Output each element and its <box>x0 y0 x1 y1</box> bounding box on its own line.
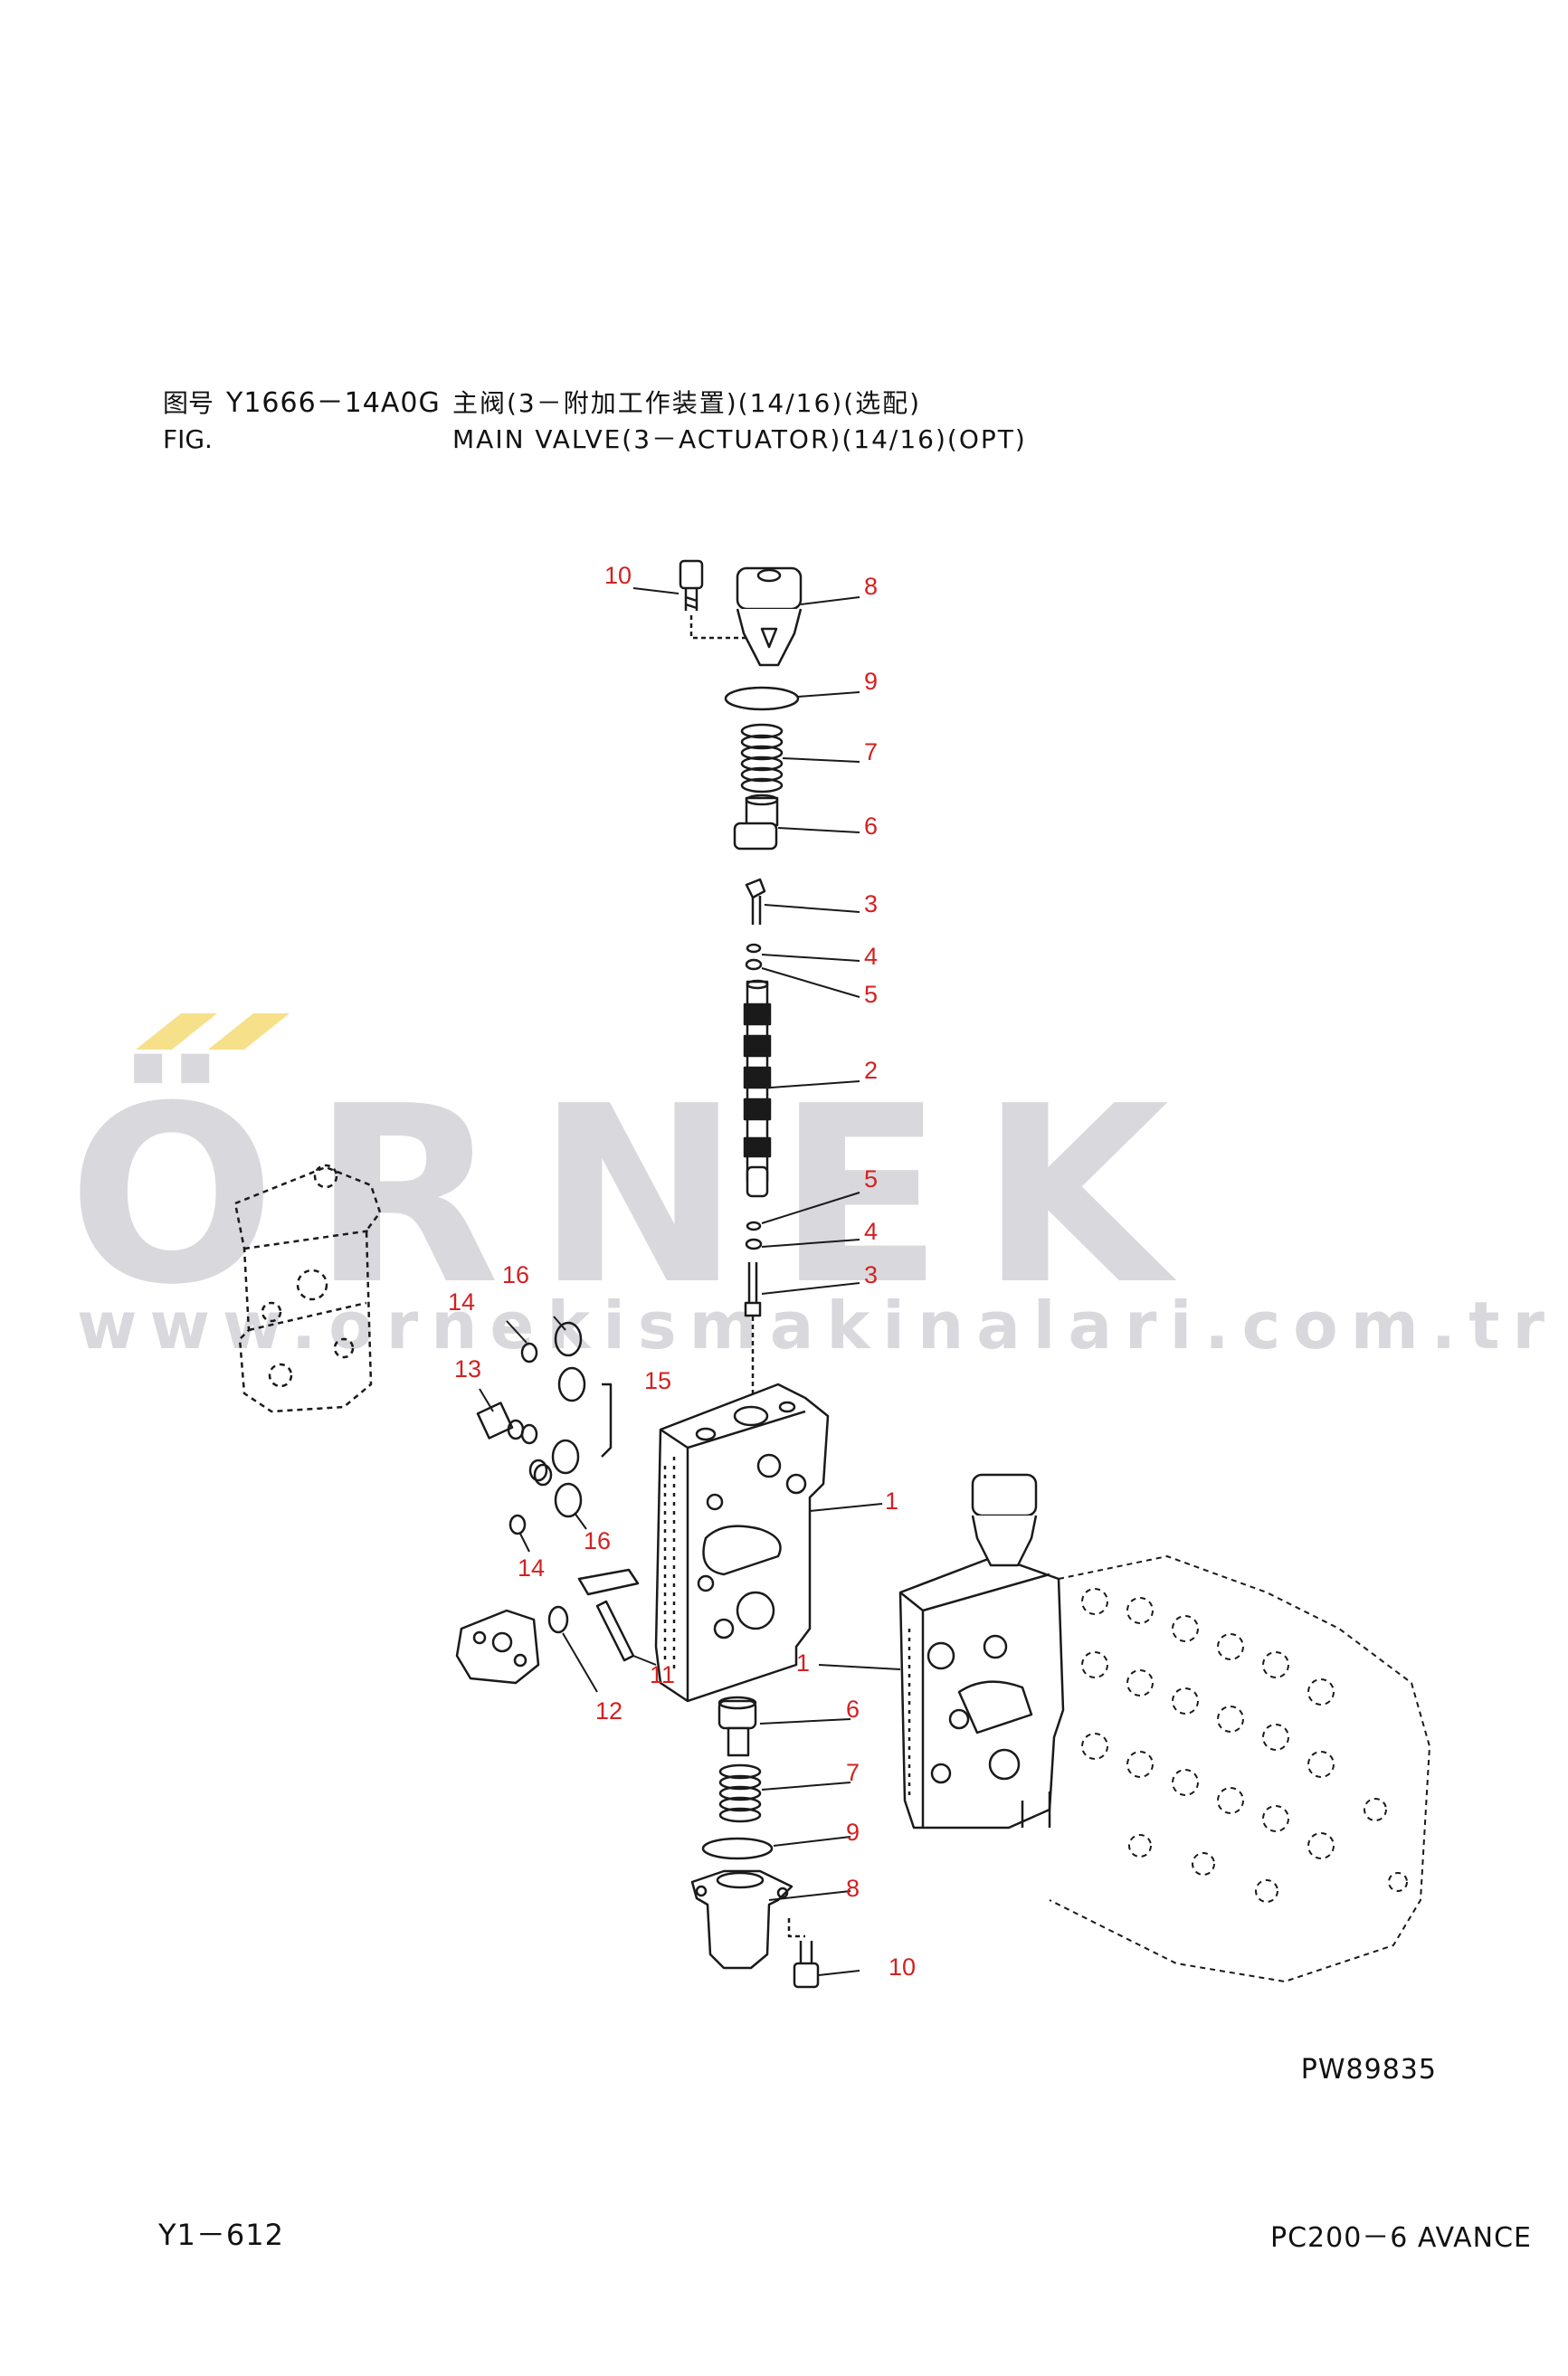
ring-5-bottom <box>746 1221 762 1231</box>
callout-5-top: 5 <box>864 981 878 1008</box>
valve-body-section <box>654 1383 830 1703</box>
callout-7-bottom: 7 <box>846 1759 860 1786</box>
watermark: ÖRNEK www.ornekismakinalari.com.tr <box>68 1013 1557 1364</box>
machine-model: PC200－6 AVANCE <box>1270 2222 1532 2254</box>
watermark-brand: ÖRNEK <box>68 1051 1205 1338</box>
callout-11: 11 <box>650 1661 675 1688</box>
figure-number: Y1666－14A0G <box>226 387 441 419</box>
callout-labels: 10 8 9 7 6 3 4 5 2 5 4 3 16 14 15 13 1 1… <box>448 562 916 1981</box>
callout-12: 12 <box>595 1697 622 1725</box>
plug-bottom <box>744 1262 762 1393</box>
figure-label-en: FIG. <box>163 424 213 454</box>
valve-cap-top <box>736 566 803 667</box>
figure-title-en: MAIN VALVE(3－ACTUATOR)(14/16)(OPT) <box>452 424 1027 454</box>
valve-assembly-right-dashed <box>1049 1555 1430 1982</box>
callout-15: 15 <box>644 1367 671 1394</box>
valve-assembly-right <box>898 1473 1065 1830</box>
callout-1-section: 1 <box>885 1487 898 1515</box>
callout-9-top: 9 <box>864 668 878 695</box>
callout-16-top: 16 <box>502 1261 529 1288</box>
callout-13: 13 <box>454 1355 481 1383</box>
small-block <box>455 1609 540 1685</box>
ring-5-top <box>745 958 763 971</box>
bolt-top <box>679 559 751 640</box>
callout-7-top: 7 <box>864 738 878 765</box>
callout-10-top: 10 <box>604 562 632 589</box>
callout-8-top: 8 <box>864 573 878 600</box>
callout-3-bottom: 3 <box>864 1261 878 1288</box>
ring-4-bottom <box>745 1238 763 1250</box>
figure-header: 图号 Y1666－14A0G 主阀(3－附加工作装置)(14/16)(选配) F… <box>163 380 1027 460</box>
callout-14-top: 14 <box>448 1288 475 1316</box>
retainer-top <box>733 794 779 851</box>
header-line-cn: 图号 Y1666－14A0G 主阀(3－附加工作装置)(14/16)(选配) <box>163 380 1027 420</box>
callout-6-top: 6 <box>864 813 878 840</box>
retainer-bottom <box>717 1696 757 1757</box>
spool <box>743 979 772 1198</box>
watermark-accent-right <box>208 1013 290 1050</box>
callout-4-top: 4 <box>864 943 878 970</box>
figure-title-cn: 主阀(3－附加工作装置)(14/16)(选配) <box>452 388 922 418</box>
callout-10-bottom: 10 <box>889 1953 916 1981</box>
page-number: Y1－612 <box>158 2218 284 2252</box>
bolt-bottom <box>787 1918 820 1989</box>
callout-5-bottom: 5 <box>864 1165 878 1193</box>
leader-lines <box>479 587 901 1976</box>
spring-bottom <box>718 1763 762 1823</box>
spring-top <box>740 723 784 794</box>
callout-4-bottom: 4 <box>864 1218 878 1245</box>
seal-set <box>476 1321 613 1535</box>
pin-and-ring <box>547 1568 640 1662</box>
callout-2: 2 <box>864 1057 878 1084</box>
o-ring-top <box>724 686 800 711</box>
callout-3-top: 3 <box>864 890 878 917</box>
header-line-en: FIG. MAIN VALVE(3－ACTUATOR)(14/16)(OPT) <box>163 420 1027 460</box>
watermark-accent-left <box>136 1013 217 1050</box>
drawing-reference: PW89835 <box>1300 2054 1437 2086</box>
callout-9-bottom: 9 <box>846 1819 860 1846</box>
callout-16-bottom: 16 <box>584 1527 611 1554</box>
callout-1-assembly: 1 <box>796 1649 810 1677</box>
callout-8-bottom: 8 <box>846 1875 860 1902</box>
watermark-url: www.ornekismakinalari.com.tr <box>77 1288 1557 1364</box>
valve-body-left-partial <box>233 1164 382 1413</box>
valve-cap-bottom <box>690 1869 794 1970</box>
plug-top <box>745 878 766 925</box>
ring-4-top <box>746 943 762 954</box>
callout-6-bottom: 6 <box>846 1696 860 1723</box>
figure-label-cn: 图号 <box>163 388 214 418</box>
o-ring-bottom <box>701 1837 774 1860</box>
callout-14-bottom: 14 <box>518 1554 545 1582</box>
